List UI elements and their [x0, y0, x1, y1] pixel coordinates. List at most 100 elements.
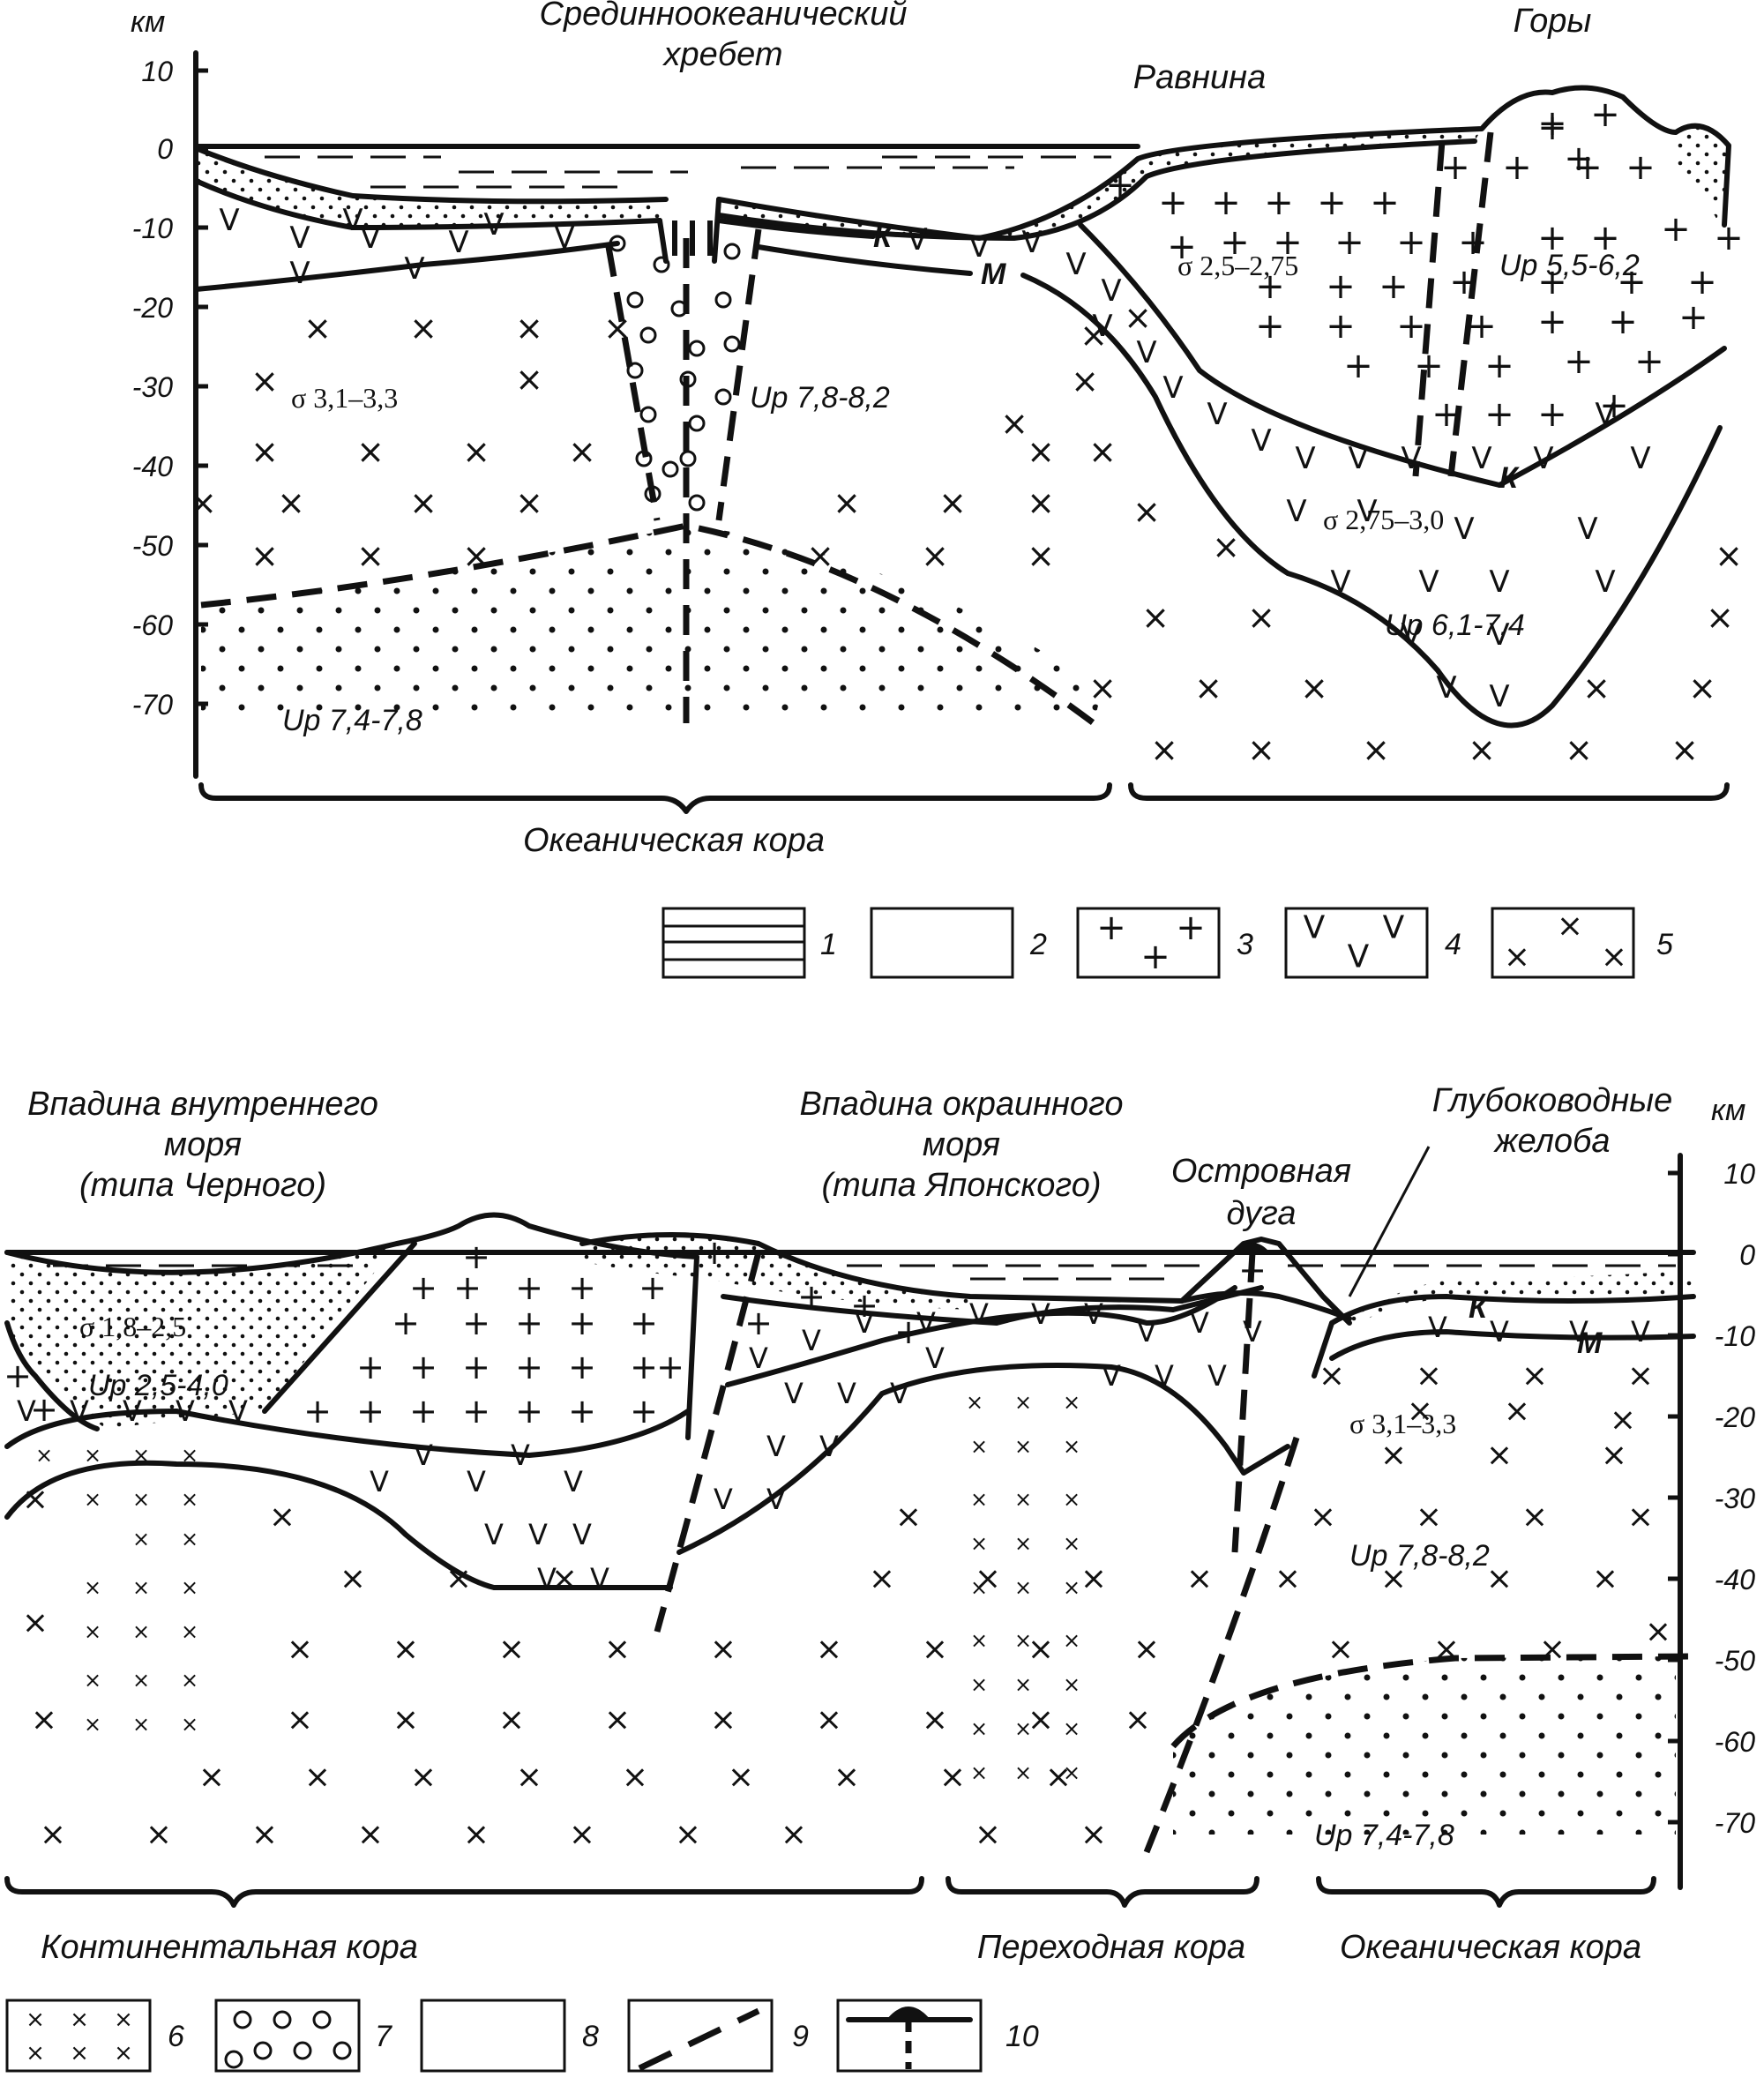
top-tick-label: -10 — [132, 213, 173, 244]
svg-text:×: × — [1063, 1672, 1080, 1697]
bottom-text-labels: км Впадина внутреннего моря (типа Черног… — [27, 1082, 1745, 1966]
svg-text:V: V — [1401, 617, 1421, 653]
svg-text:×: × — [603, 309, 632, 348]
svg-text:×: × — [132, 1575, 150, 1600]
svg-text:×: × — [410, 1760, 437, 1796]
svg-text:×: × — [1014, 1531, 1032, 1556]
svg-text:×: × — [114, 2007, 133, 2033]
svg-text:×: × — [1688, 669, 1716, 707]
svg-text:×: × — [1521, 1499, 1548, 1536]
svg-text:×: × — [970, 1434, 988, 1459]
svg-text:+: + — [1211, 183, 1241, 223]
legend-bottom: ××× ××× 6 7 8 9 10 — [5, 1999, 1039, 2073]
svg-text:×: × — [1014, 1434, 1032, 1459]
top-vp-mantle: Up 7,4-7,8 — [282, 704, 422, 737]
svg-text:×: × — [1063, 1531, 1080, 1556]
top-axis-ticks: 100-10-20-30-40-50-60-70 — [132, 56, 208, 721]
svg-text:×: × — [26, 2007, 45, 2033]
svg-text:×: × — [1310, 1499, 1336, 1536]
svg-text:+: + — [515, 1268, 543, 1307]
svg-text:×: × — [287, 1702, 313, 1738]
svg-text:+: + — [356, 1348, 385, 1386]
svg-text:×: × — [1565, 730, 1593, 769]
svg-text:V: V — [404, 251, 424, 287]
svg-text:×: × — [781, 1817, 807, 1853]
svg-text:+: + — [1096, 908, 1126, 948]
svg-text:×: × — [1014, 1390, 1032, 1415]
svg-text:V: V — [467, 1465, 486, 1498]
svg-text:V: V — [1348, 441, 1368, 476]
bottom-sediment-trench — [1349, 1270, 1693, 1332]
svg-text:×: × — [816, 1702, 842, 1738]
svg-text:V: V — [414, 1439, 433, 1472]
svg-text:×: × — [1557, 908, 1583, 945]
svg-text:V: V — [968, 229, 989, 265]
bottom-axis-unit: км — [1711, 1094, 1745, 1127]
top-tick-label: 10 — [141, 56, 173, 87]
svg-text:V: V — [1065, 247, 1086, 282]
bottom-island-arc — [1179, 1237, 1352, 1326]
legend-8-num: 8 — [582, 2020, 599, 2053]
svg-text:×: × — [970, 1575, 988, 1600]
svg-text:×: × — [1380, 1561, 1407, 1597]
svg-text:+: + — [1326, 266, 1356, 307]
svg-text:+: + — [1537, 218, 1567, 258]
top-ocean-water — [193, 144, 1140, 189]
svg-text:×: × — [569, 1817, 595, 1853]
svg-text:×: × — [568, 432, 596, 471]
svg-text:×: × — [1125, 1702, 1151, 1738]
svg-text:V: V — [1489, 617, 1509, 653]
svg-text:V: V — [1243, 1315, 1262, 1349]
svg-text:×: × — [181, 1619, 198, 1644]
svg-text:+: + — [1334, 222, 1364, 263]
svg-text:×: × — [1416, 1358, 1442, 1394]
svg-text:V: V — [1155, 1359, 1174, 1393]
svg-text:V: V — [1102, 1359, 1121, 1393]
svg-text:×: × — [1610, 1402, 1636, 1439]
svg-text:+: + — [1238, 1251, 1267, 1289]
svg-text:V: V — [1490, 1315, 1509, 1349]
svg-text:+: + — [1484, 346, 1514, 386]
svg-text:V: V — [176, 1394, 195, 1428]
svg-text:V: V — [1162, 370, 1183, 406]
svg-text:×: × — [1212, 527, 1240, 566]
top-k-boundary-right — [1497, 346, 1727, 488]
svg-text:×: × — [1028, 1702, 1054, 1738]
svg-text:×: × — [1627, 1499, 1654, 1536]
svg-text:V: V — [1084, 1297, 1103, 1331]
svg-text:V: V — [1348, 939, 1370, 975]
svg-text:×: × — [922, 1702, 948, 1738]
top-mantle-dotted-area — [201, 526, 1102, 723]
svg-text:+: + — [1714, 218, 1744, 258]
svg-text:+: + — [568, 1304, 596, 1342]
svg-text:×: × — [1014, 1575, 1032, 1600]
svg-text:×: × — [1186, 1561, 1213, 1597]
svg-text:×: × — [1045, 1760, 1072, 1796]
svg-text:+: + — [1467, 306, 1497, 347]
bottom-tick-label: -40 — [1715, 1564, 1755, 1596]
svg-text:×: × — [970, 1760, 988, 1785]
bottom-pattern-symbols: ××××××××××××××××××××××××××××××××××××××××… — [4, 1233, 1671, 1853]
bottom-volcano-cone — [1235, 1243, 1270, 1252]
svg-text:V: V — [1471, 441, 1491, 476]
svg-text:×: × — [1627, 1358, 1654, 1394]
svg-text:×: × — [1014, 1716, 1032, 1741]
svg-text:+: + — [515, 1392, 543, 1431]
top-tick-label: -70 — [132, 689, 173, 721]
svg-text:×: × — [833, 483, 861, 522]
svg-text:+: + — [1264, 183, 1294, 223]
bottom-arc-1: Островная — [1171, 1153, 1351, 1190]
bottom-trench-m — [1329, 1329, 1696, 1361]
svg-text:×: × — [356, 432, 385, 471]
svg-text:V: V — [590, 1562, 609, 1596]
svg-text:×: × — [498, 1632, 525, 1668]
legend-3-box — [1076, 907, 1221, 979]
bottom-basin-wall-left — [4, 1320, 100, 1431]
svg-text:+: + — [1537, 394, 1567, 435]
svg-text:+: + — [1599, 385, 1629, 426]
svg-text:+: + — [1220, 222, 1250, 263]
svg-text:×: × — [1088, 669, 1117, 707]
svg-text:×: × — [806, 536, 834, 575]
svg-text:V: V — [448, 225, 468, 260]
svg-text:V: V — [907, 222, 927, 258]
